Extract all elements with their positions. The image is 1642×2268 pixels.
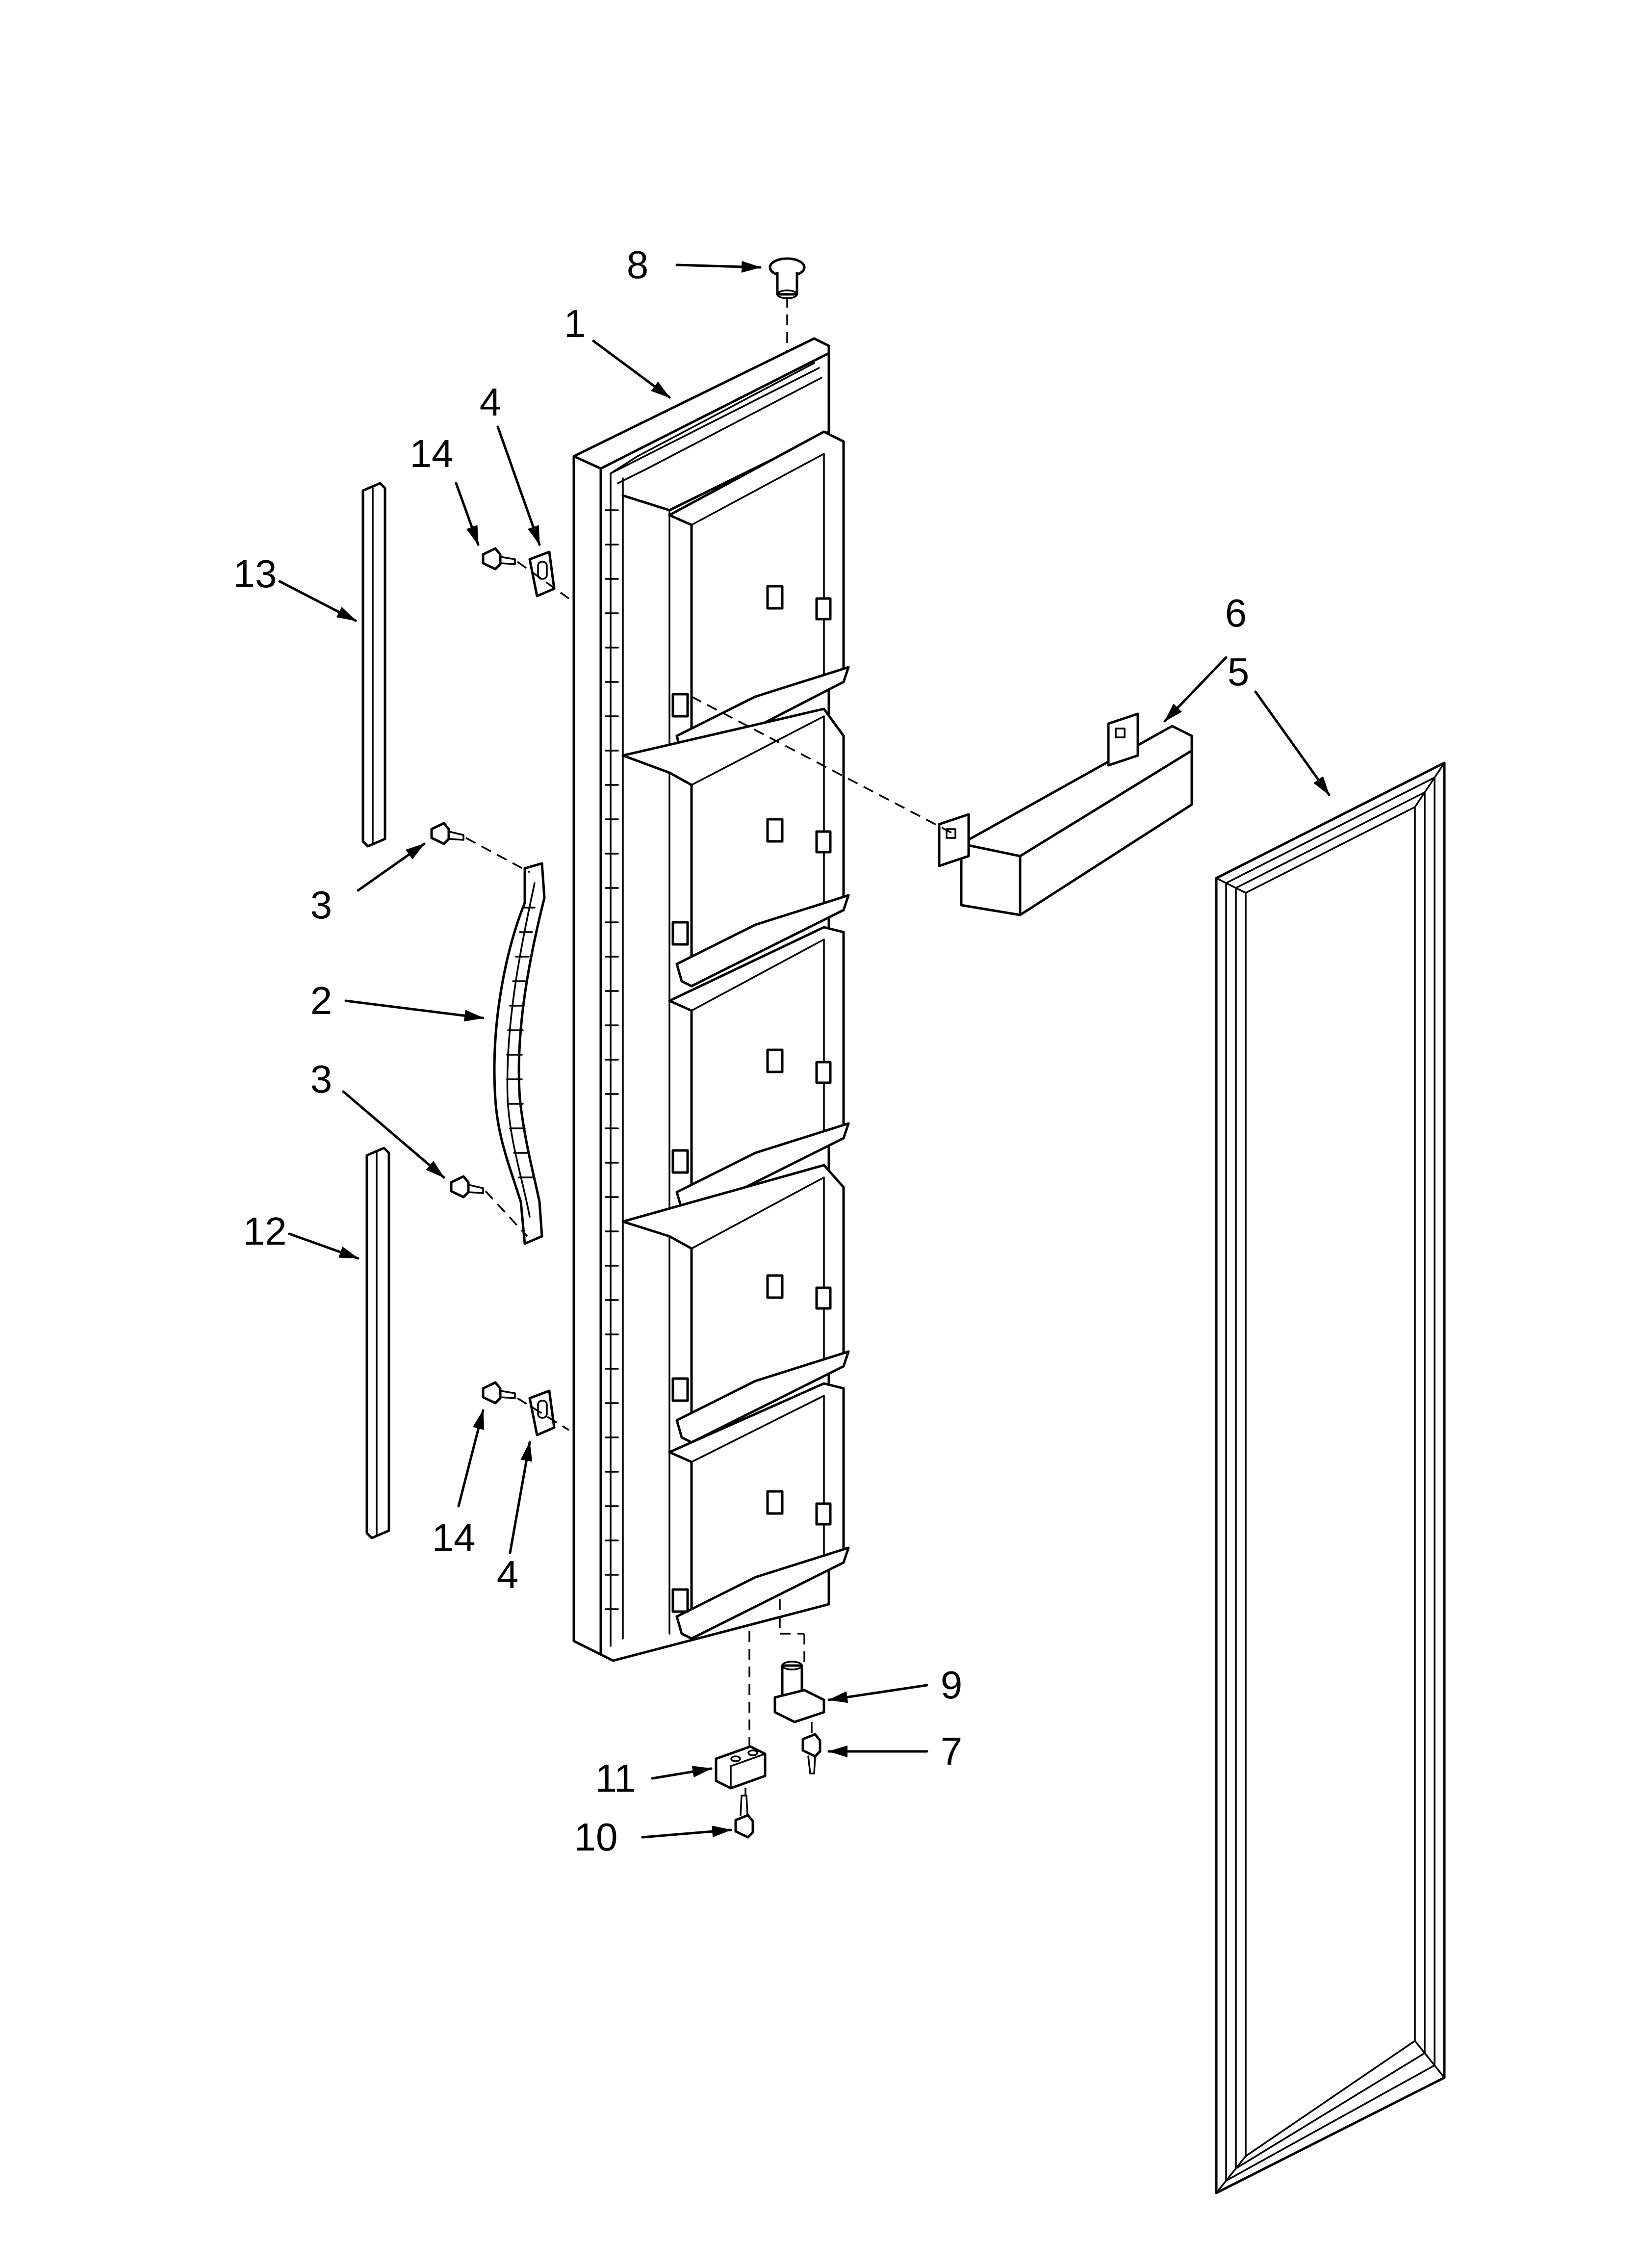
callout-3-lower: 3 <box>310 1057 333 1101</box>
door-handle <box>493 862 546 1245</box>
door-shelf-5 <box>668 1382 850 1640</box>
door-shelf-4 <box>621 1164 850 1444</box>
door-bin <box>938 712 1193 916</box>
door-shelf-2 <box>621 707 850 988</box>
callout-1: 1 <box>564 302 586 345</box>
callout-4-upper: 4 <box>479 380 502 424</box>
hinge-bushing <box>769 257 806 299</box>
callout-7: 7 <box>940 1729 963 1773</box>
callout-12: 12 <box>243 1209 287 1253</box>
hinge-pin <box>773 1661 825 1723</box>
screw-icon <box>430 547 821 1839</box>
door-gasket <box>1215 761 1446 2194</box>
door-shelf-1 <box>668 430 850 762</box>
hinge-bracket <box>715 1745 767 1790</box>
door-shelf-3 <box>668 926 850 1216</box>
leader-arrows <box>278 261 1331 1839</box>
clip-icon <box>528 550 556 1436</box>
callout-8: 8 <box>626 243 649 287</box>
callout-6: 6 <box>1225 591 1247 635</box>
callout-13: 13 <box>233 552 277 596</box>
callout-4-lower: 4 <box>496 1553 519 1596</box>
assembly-lines <box>465 297 954 1796</box>
callout-11: 11 <box>595 1756 636 1800</box>
callout-3-upper: 3 <box>310 883 333 927</box>
trim-lower <box>365 1147 390 1539</box>
callout-9: 9 <box>940 1663 963 1707</box>
callout-14-lower: 14 <box>432 1516 476 1560</box>
callout-14-upper: 14 <box>410 432 454 475</box>
callout-5: 5 <box>1227 650 1250 694</box>
callout-10: 10 <box>574 1815 618 1859</box>
door-liner <box>572 337 850 1662</box>
callout-2: 2 <box>310 979 333 1022</box>
trim-upper <box>361 482 386 848</box>
